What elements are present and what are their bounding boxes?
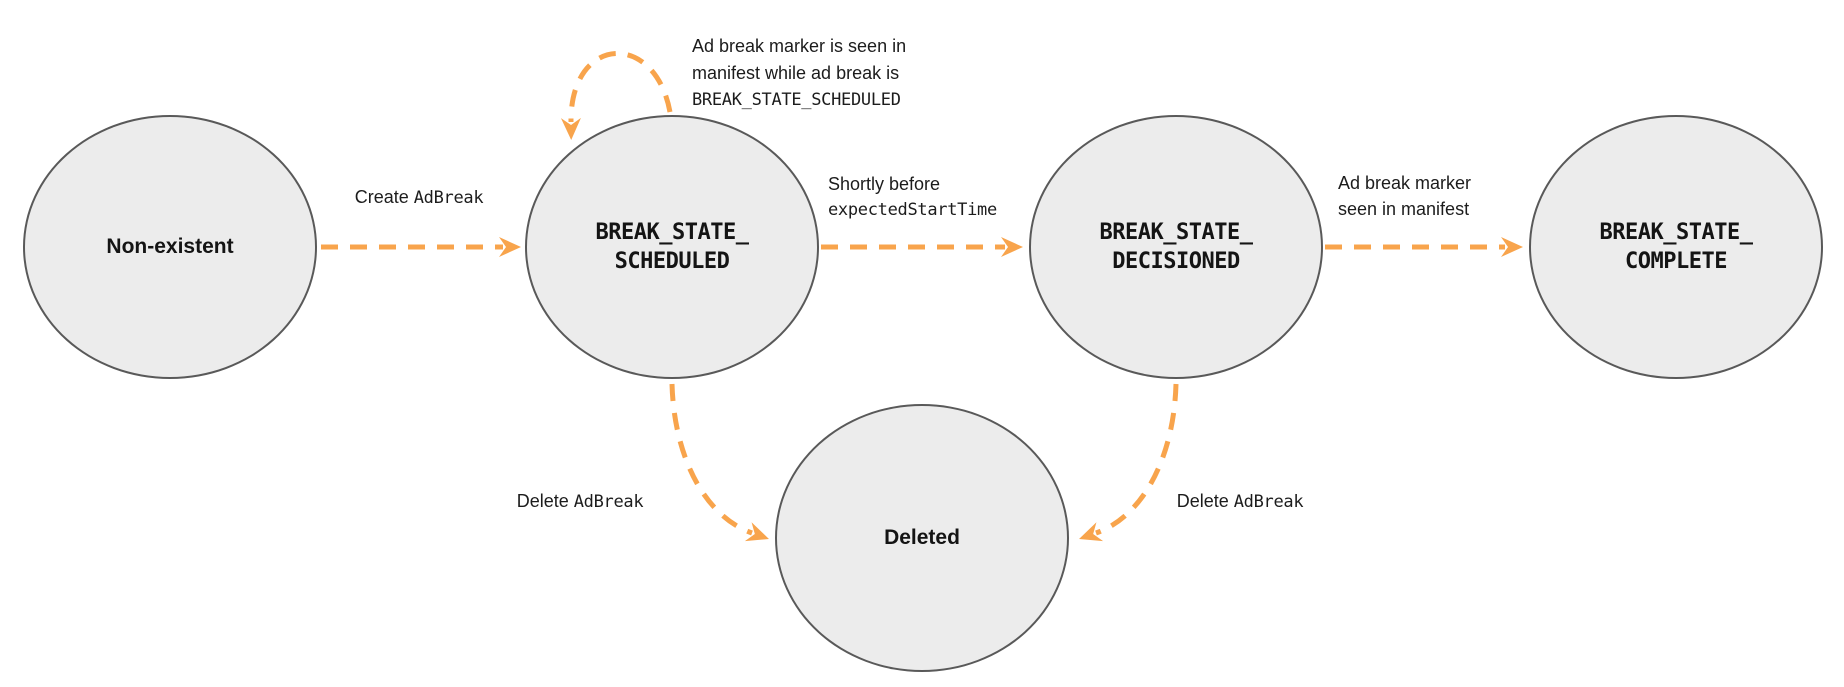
state-node-break-state-complete: BREAK_STATE_ COMPLETE — [1529, 115, 1823, 379]
state-label-break-state-scheduled: BREAK_STATE_ SCHEDULED — [596, 218, 749, 276]
edge-label-text: Delete — [1176, 491, 1234, 511]
state-node-break-state-decisioned: BREAK_STATE_ DECISIONED — [1029, 115, 1323, 379]
edge-label-marker-seen: Ad break marker seen in manifest — [1338, 170, 1471, 222]
edge-label-code: AdBreak — [413, 188, 484, 208]
state-label-line: BREAK_STATE_ — [1599, 220, 1753, 245]
edge-label-text: Delete — [516, 491, 574, 511]
state-node-deleted: Deleted — [775, 404, 1069, 672]
edge-label-create-adbreak: Create AdBreak — [334, 184, 504, 211]
edge-self-loop-arrow — [560, 51, 673, 140]
edge-label-code: expectedStartTime — [828, 200, 997, 220]
edge-label-code: BREAK_STATE_SCHEDULED — [692, 90, 901, 110]
edge-label-text: Ad break marker is seen in — [692, 36, 907, 56]
state-label-line: COMPLETE — [1625, 249, 1727, 274]
edge-label-code: AdBreak — [1233, 492, 1304, 512]
edge-label-text: Shortly before — [828, 174, 941, 194]
state-label-line: DECISIONED — [1112, 249, 1240, 274]
edge-label-self-loop: Ad break marker is seen in manifest whil… — [692, 33, 906, 114]
state-label-non-existent: Non-existent — [106, 235, 234, 258]
state-label-break-state-complete: BREAK_STATE_ COMPLETE — [1600, 218, 1753, 276]
edge-label-text: manifest while ad break is — [692, 63, 900, 83]
edge-label-delete-from-scheduled: Delete AdBreak — [495, 488, 665, 515]
state-node-break-state-scheduled: BREAK_STATE_ SCHEDULED — [525, 115, 819, 379]
edge-label-text: seen in manifest — [1338, 199, 1470, 219]
edge-label-delete-from-decisioned: Delete AdBreak — [1150, 488, 1330, 515]
state-label-line: BREAK_STATE_ — [1099, 220, 1253, 245]
state-label-deleted: Deleted — [884, 526, 960, 549]
edge-label-text: Create — [354, 187, 414, 207]
edge-delete-from-scheduled-arrow — [669, 383, 769, 542]
edge-label-text: Ad break marker — [1338, 173, 1472, 193]
edge-delete-from-decisioned-arrow — [1079, 383, 1179, 542]
edge-label-code: AdBreak — [573, 492, 644, 512]
state-label-line: SCHEDULED — [614, 249, 730, 274]
state-label-break-state-decisioned: BREAK_STATE_ DECISIONED — [1100, 218, 1253, 276]
state-label-line: BREAK_STATE_ — [595, 220, 749, 245]
edge-label-shortly-before: Shortly before expectedStartTime — [828, 171, 997, 223]
state-node-non-existent: Non-existent — [23, 115, 317, 379]
